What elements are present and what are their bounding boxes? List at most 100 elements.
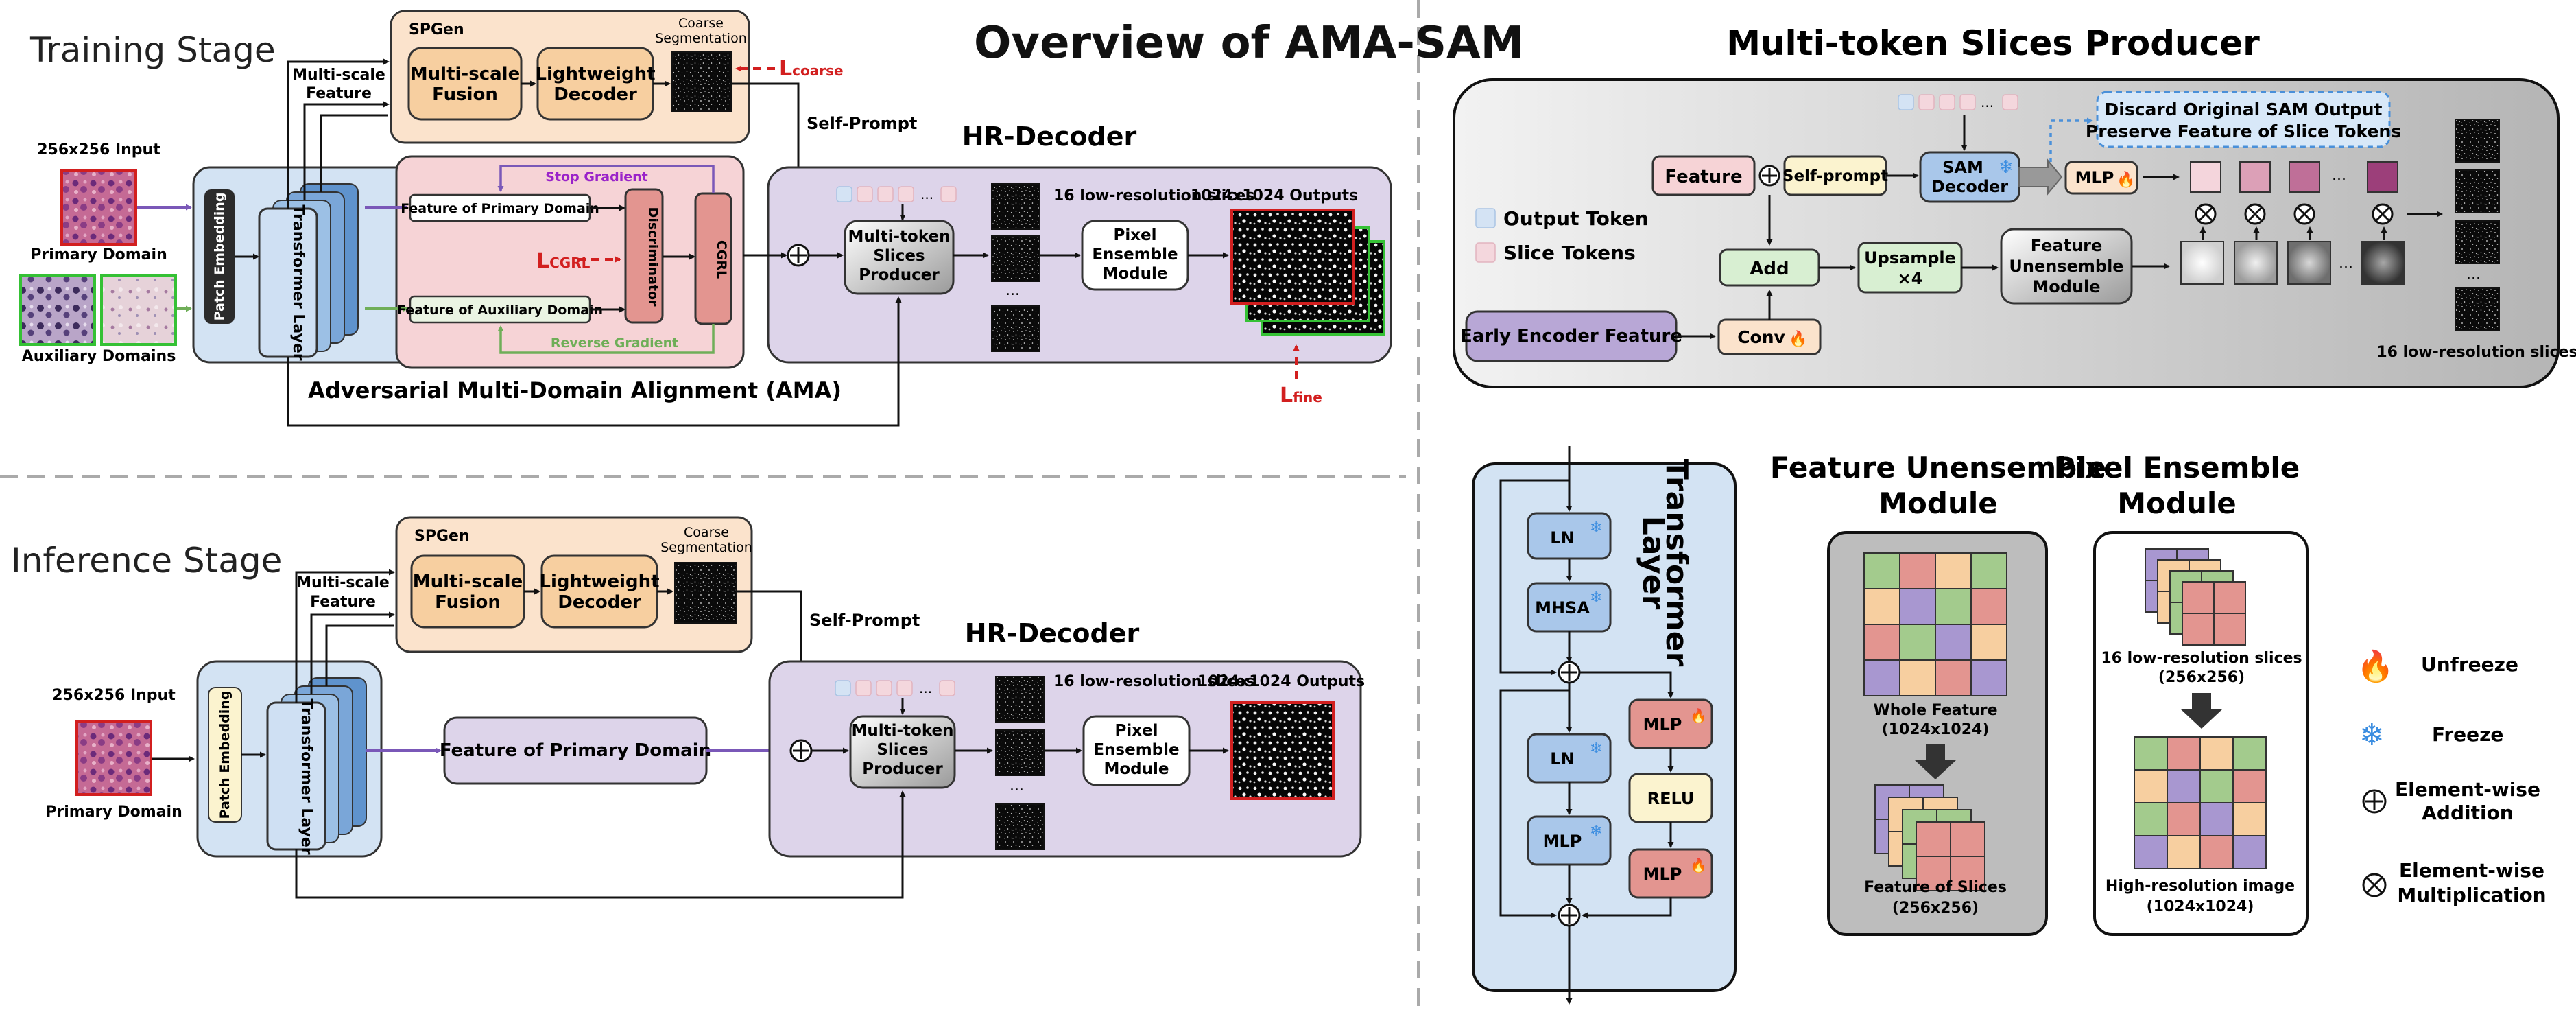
svg-text:Feature of Primary Domain: Feature of Primary Domain [401, 201, 599, 216]
svg-text:Lightweight: Lightweight [539, 572, 659, 592]
svg-text:Multi-token: Multi-token [848, 228, 950, 246]
mtsp-multiply-icons [2195, 203, 2394, 225]
svg-text:Pixel: Pixel [1114, 722, 1158, 740]
svg-text:MLP: MLP [1543, 832, 1582, 851]
svg-text:...: ... [2332, 167, 2346, 184]
svg-text:256x256 Input: 256x256 Input [52, 687, 176, 704]
mtsp-mlp [2064, 161, 2138, 195]
svg-text:Ensemble: Ensemble [1093, 741, 1179, 759]
svg-text:Module: Module [1102, 265, 1167, 283]
svg-text:Slice Tokens: Slice Tokens [1503, 242, 1636, 264]
svg-text:Feature: Feature [310, 594, 376, 611]
svg-text:Freeze: Freeze [2432, 723, 2503, 746]
svg-text:Pixel Ensemble: Pixel Ensemble [2054, 451, 2300, 484]
svg-text:Multi-scale: Multi-scale [410, 64, 520, 84]
svg-text:Lightweight: Lightweight [535, 64, 655, 84]
svg-text:Unensemble: Unensemble [2009, 257, 2123, 276]
svg-text:Module: Module [2117, 486, 2237, 520]
svg-text:×4: ×4 [1898, 269, 1923, 288]
fire-icon: 🔥 [1789, 330, 1807, 348]
svg-text:Feature: Feature [306, 85, 372, 102]
training-stage-label: Training Stage [29, 30, 276, 70]
svg-text:MLP: MLP [2075, 168, 2114, 187]
infer-output-image [1230, 701, 1335, 800]
aux-image-1 [19, 274, 96, 346]
svg-text:Feature Unensemble: Feature Unensemble [1770, 451, 2106, 484]
train-mtsp-box [844, 220, 955, 295]
svg-text:SAM: SAM [1942, 158, 1983, 177]
svg-text:Ensemble: Ensemble [1092, 246, 1178, 263]
svg-text:Feature: Feature [1665, 167, 1742, 187]
train-transformer-layer [258, 207, 318, 358]
svg-text:HR-Decoder: HR-Decoder [965, 618, 1140, 648]
svg-text:Layer: Layer [1636, 516, 1671, 610]
mtsp-gray-arrow [2018, 158, 2063, 196]
svg-text:Unfreeze: Unfreeze [2421, 653, 2518, 676]
svg-text:MHSA: MHSA [1535, 598, 1590, 618]
svg-text:Slices: Slices [876, 741, 928, 759]
svg-text:Self-prompt: Self-prompt [1782, 167, 1888, 185]
svg-text:Module: Module [1879, 486, 1998, 520]
l-fine-label: Lfine [1280, 384, 1322, 408]
tl-add-1 [1558, 661, 1581, 684]
train-token-icons: ... [836, 186, 957, 202]
svg-text:1024x1024 Outputs: 1024x1024 Outputs [1191, 187, 1358, 204]
train-add-node [787, 244, 810, 267]
train-patch-embedding [204, 189, 235, 324]
svg-text:...: ... [920, 186, 933, 202]
infer-add-node [789, 739, 813, 762]
discard-note [2096, 91, 2391, 148]
main-title: Overview of AMA-SAM [974, 18, 1524, 69]
svg-text:16 low-resolution slices: 16 low-resolution slices [1053, 187, 1254, 204]
svg-text:MLP: MLP [1643, 865, 1682, 884]
svg-text:Feature of Slices: Feature of Slices [1864, 879, 2007, 896]
svg-text:...: ... [2466, 266, 2481, 283]
svg-text:Patch Embedding: Patch Embedding [217, 691, 232, 819]
snowflake-icon: ❄ [1590, 519, 1602, 537]
aux-domains-label: Auxiliary Domains [22, 348, 176, 365]
snowflake-icon: ❄ [1590, 823, 1602, 840]
infer-mtsp-box [849, 715, 956, 789]
mtsp-token-icons: ... [1898, 94, 2018, 110]
svg-text:Slices: Slices [873, 247, 925, 265]
svg-text:RELU: RELU [1647, 789, 1695, 808]
svg-text:Multi-scale: Multi-scale [292, 67, 385, 84]
mtsp-panel-title: Multi-token Slices Producer [1726, 23, 2260, 63]
aux-image-2 [100, 274, 177, 346]
svg-text:Fusion: Fusion [435, 592, 501, 613]
svg-text:Decoder: Decoder [558, 592, 641, 613]
svg-text:Multi-scale: Multi-scale [296, 574, 390, 591]
train-coarse-seg-image [671, 51, 732, 112]
svg-text:SPGen: SPGen [409, 21, 464, 38]
infer-primary-image [75, 720, 152, 796]
svg-text:Feature: Feature [2031, 236, 2103, 255]
ama-caption: Adversarial Multi-Domain Alignment (AMA) [308, 377, 842, 403]
svg-text:(256x256): (256x256) [2158, 669, 2245, 686]
train-primary-label: Primary Domain [30, 246, 167, 263]
tl-add-2 [1558, 904, 1581, 927]
circle-times-icon [2362, 873, 2387, 897]
svg-text:High-resolution image: High-resolution image [2106, 878, 2295, 895]
svg-text:Module: Module [2032, 277, 2100, 296]
svg-text:Multi-scale: Multi-scale [413, 572, 523, 592]
pem-slices-stack [2145, 548, 2246, 646]
svg-text:Primary Domain: Primary Domain [45, 803, 182, 821]
svg-text:Segmentation: Segmentation [660, 540, 752, 555]
svg-text:Discriminator: Discriminator [645, 207, 660, 307]
svg-text:Output Token: Output Token [1503, 207, 1649, 230]
infer-token-icons: ... [835, 680, 955, 696]
snowflake-icon: ❄ [1999, 157, 2014, 178]
svg-text:...: ... [919, 680, 932, 696]
svg-text:Transformer Layer: Transformer Layer [298, 698, 315, 854]
infer-hr-decoder-panel [768, 660, 1362, 858]
svg-text:Discard Original SAM Output: Discard Original SAM Output [2105, 99, 2383, 119]
fum-whole-feature-grid [1863, 552, 2007, 696]
svg-text:Add: Add [1750, 259, 1789, 279]
svg-text:Multiplication: Multiplication [2397, 884, 2546, 906]
inference-stage-label: Inference Stage [11, 541, 282, 580]
svg-text:...: ... [1005, 282, 1020, 299]
svg-text:(1024x1024): (1024x1024) [2147, 898, 2254, 915]
mtsp-token-vectors: ... [2190, 161, 2398, 193]
pem-down-arrow [2181, 693, 2222, 729]
mtsp-feature-slices: ... [2180, 241, 2405, 285]
